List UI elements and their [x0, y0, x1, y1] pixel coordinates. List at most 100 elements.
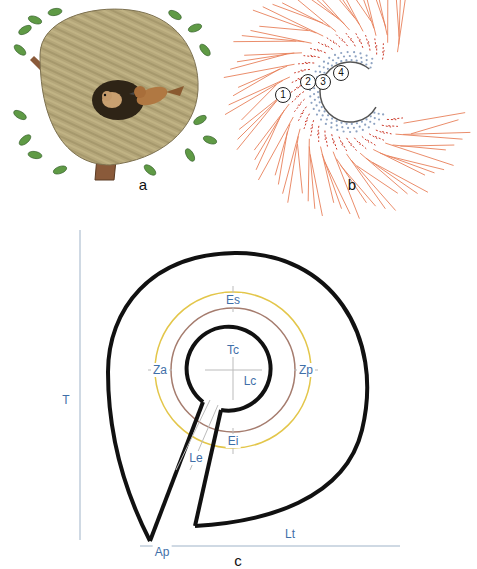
fibre-stroke: [347, 138, 352, 146]
fibre-stroke: [342, 39, 348, 46]
lining-dot: [353, 127, 355, 129]
lining-dot: [345, 59, 347, 61]
fibre-stroke: [382, 132, 391, 134]
callout-circle: 2: [300, 74, 316, 90]
fibre-stroke: [310, 154, 322, 216]
fibre-stroke: [351, 160, 395, 211]
fibre-stroke: [387, 0, 388, 43]
fibre-stroke: [367, 140, 375, 145]
lining-dot: [356, 60, 358, 62]
lining-dot: [319, 101, 321, 103]
fibre-stroke: [318, 132, 319, 142]
lining-dot: [340, 52, 342, 54]
fibre-stroke: [324, 131, 325, 140]
lining-dot: [365, 63, 367, 65]
fibre-stroke: [242, 85, 277, 120]
fibre-stroke: [297, 144, 302, 193]
fibre-stroke: [304, 56, 314, 57]
fibre-stroke: [332, 134, 334, 143]
panel-letter: b: [346, 176, 358, 193]
lining-dot: [327, 68, 329, 70]
lining-dot: [328, 57, 330, 59]
lining-dot: [322, 114, 324, 116]
lining-dot: [337, 57, 339, 59]
lining-dot: [361, 61, 363, 63]
lining-dot: [323, 61, 325, 63]
fibre-stroke: [304, 120, 307, 129]
lining-dot: [366, 59, 368, 61]
fibre-stroke: [375, 38, 376, 48]
fibre-stroke: [258, 117, 293, 180]
fibre-stroke: [369, 134, 377, 139]
fibre-stroke: [351, 143, 357, 151]
lining-dot: [336, 124, 338, 126]
lining-dot: [320, 118, 322, 120]
lining-dot: [317, 91, 319, 93]
lining-dot: [350, 59, 352, 61]
fibre-stroke: [233, 41, 296, 43]
fibre-stroke: [291, 0, 339, 19]
fibre-stroke: [292, 96, 299, 102]
fibre-stroke: [283, 129, 301, 194]
lining-dot: [345, 123, 347, 125]
fibre-stroke: [281, 0, 336, 32]
fibre-stroke: [325, 44, 333, 49]
lining-dot: [315, 70, 317, 72]
fibre-stroke: [343, 0, 371, 21]
fibre-stroke: [294, 71, 303, 73]
lining-dot: [355, 55, 357, 57]
lining-dot: [347, 51, 349, 53]
lining-dot: [318, 110, 320, 112]
lining-dot: [332, 59, 334, 61]
lining-dot: [330, 122, 332, 124]
fibre-stroke: [318, 42, 327, 46]
lining-dot: [336, 120, 338, 122]
lining-dot: [323, 66, 325, 68]
lining-dot: [330, 126, 332, 128]
fibre-stroke: [356, 33, 360, 42]
lining-dot: [317, 96, 319, 98]
fibre-stroke: [340, 165, 375, 206]
lining-dot: [349, 55, 351, 57]
lining-dot: [374, 117, 376, 119]
fibre-stroke: [393, 117, 403, 119]
lining-dot: [347, 127, 349, 129]
lining-dot: [340, 122, 342, 124]
fibre-stroke: [334, 140, 337, 149]
lining-dot: [327, 62, 329, 64]
fibre-stroke: [373, 162, 428, 192]
lining-dot: [315, 104, 317, 106]
lining-dot: [359, 52, 361, 54]
fibre-stroke: [351, 0, 374, 28]
fibre-stroke: [395, 134, 462, 139]
lining-dot: [373, 112, 375, 114]
lining-dot: [318, 65, 320, 67]
lining-dot: [369, 121, 371, 123]
fibre-stroke: [399, 0, 401, 45]
lining-dot: [369, 66, 371, 68]
fibre-stroke: [233, 69, 280, 96]
lining-dot: [351, 123, 353, 125]
fibre-stroke: [298, 99, 305, 106]
fibre-stroke: [375, 0, 387, 35]
dimension-label: T: [60, 393, 71, 407]
lining-dot: [364, 124, 366, 126]
lining-dot: [310, 102, 312, 104]
fibre-stroke: [296, 92, 304, 97]
fibre-stroke: [301, 107, 307, 115]
lining-dot: [321, 106, 323, 108]
lining-dot: [349, 131, 351, 133]
fibre-stroke: [351, 38, 355, 46]
callout-circle: 1: [275, 87, 291, 103]
callout-number: 3: [320, 77, 326, 87]
lining-dot: [360, 57, 362, 59]
fibre-stroke: [239, 90, 288, 129]
lining-dot: [309, 95, 311, 97]
lining-dot: [343, 130, 345, 132]
lining-dot: [327, 114, 329, 116]
fibre-stroke: [360, 39, 363, 48]
fibre-stroke: [326, 137, 328, 147]
fibre-stroke: [333, 41, 340, 47]
fibre-stroke: [359, 142, 366, 149]
fibre-stroke: [294, 104, 300, 112]
